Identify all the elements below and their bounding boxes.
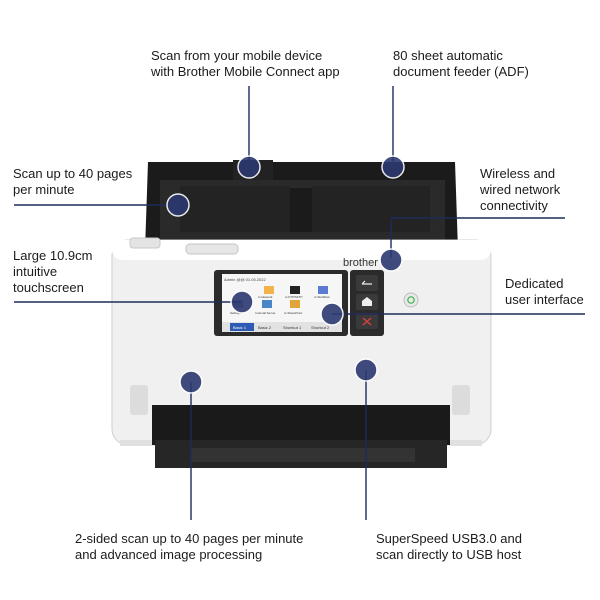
home-icon [362,297,372,306]
callout-network: Wireless and wired network connectivity [480,166,560,214]
tab-label-2: Shortcut 1 [283,325,302,330]
callout-speed-line-1: per minute [13,182,75,197]
callout-adf-line-1: document feeder (ADF) [393,64,529,79]
icon-ftp[interactable] [290,286,300,294]
icon-workflow[interactable] [318,286,328,294]
icon-email[interactable] [262,300,272,308]
callout-adf-line-0: 80 sheet automatic [393,48,503,63]
touchscreen-icon-label-4: to Email Server [255,311,276,315]
tab-label-3: Shortcut 2 [311,325,330,330]
back-icon [361,280,372,285]
dedicated-buttons [350,270,384,336]
tab-basic-1[interactable] [230,323,254,331]
power-button[interactable] [403,292,419,308]
callout-speed-line-0: Scan up to 40 pages [13,166,133,181]
adf-tray [145,160,458,250]
callout-interface: Dedicated user interface [505,276,584,308]
callout-network-line-2: connectivity [480,198,548,213]
callout-network-line-0: Wireless and [480,166,556,181]
callout-touchscreen-line-2: touchscreen [13,280,84,295]
touchscreen-icon-label-1: to FTP/SFTP [285,295,303,299]
callout-mobile-line-0: Scan from your mobile device [151,48,323,63]
power-icon [407,296,415,304]
brand-logo: brother [343,257,378,269]
callout-adf: 80 sheet automatic document feeder (ADF) [393,48,529,80]
touchscreen-icon-label-3: Settings [230,311,241,315]
touchscreen-icon-label-5: to SharePoint [284,311,302,315]
callout-network-line-1: wired network [480,182,561,197]
output-tray [120,405,482,468]
callout-dot-usb [354,358,378,382]
callout-mobile: Scan from your mobile device with Brothe… [151,48,340,80]
callout-dot-touchscreen [230,290,254,314]
callout-touchscreen: Large 10.9cm intuitive touchscreen [13,248,93,296]
callout-dot-network [379,248,403,272]
callout-interface-line-0: Dedicated [505,276,564,291]
callout-dot-duplex [179,370,203,394]
icon-network[interactable] [264,286,274,294]
callout-duplex-line-1: and advanced image processing [75,547,263,562]
callout-touchscreen-line-1: intuitive [13,264,58,279]
callout-usb-line-1: scan directly to USB host [376,547,522,562]
touchscreen-icon-label-0: to Network [258,295,273,299]
callout-dot-interface [320,302,344,326]
tab-label-1: Basic 2 [258,325,272,330]
callout-dot-mobile [237,155,261,179]
callout-interface-line-1: user interface [505,292,584,307]
back-button[interactable] [356,275,378,291]
callout-touchscreen-line-0: Large 10.9cm [13,248,93,263]
touchscreen[interactable]: Admin @@ 01.05.2022 to Network to FTP/SF… [214,270,348,336]
callout-speed: Scan up to 40 pages per minute [13,166,132,198]
callout-mobile-line-1: with Brother Mobile Connect app [151,64,340,79]
callout-usb: SuperSpeed USB3.0 and scan directly to U… [376,531,522,563]
callout-dot-adf [381,155,405,179]
touchscreen-icon-label-2: to Workflow [314,295,330,299]
callout-duplex-line-0: 2-sided scan up to 40 pages per minute [75,531,304,546]
stop-icon [362,317,372,326]
tab-label-0: Basic 1 [233,325,247,330]
scanner-body [111,237,492,446]
touchscreen-status: Admin @@ 01.05.2022 [224,277,266,282]
icon-sharepoint[interactable] [290,300,300,308]
callout-duplex: 2-sided scan up to 40 pages per minute a… [75,531,303,563]
callout-usb-line-0: SuperSpeed USB3.0 and [376,531,522,546]
callout-dot-speed [166,193,190,217]
